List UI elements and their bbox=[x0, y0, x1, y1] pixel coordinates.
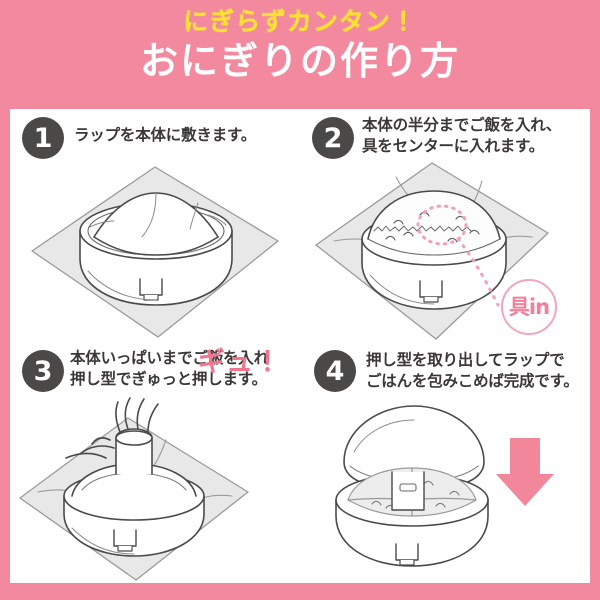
step-1-text: ラップを本体に敷きます。 bbox=[74, 125, 294, 146]
header-banner: にぎらずカンタン！ おにぎりの作り方 bbox=[0, 0, 600, 109]
step-2-number-badge: 2 bbox=[312, 117, 354, 159]
gu-in-badge: 具in bbox=[501, 279, 557, 335]
step-2: 2 本体の半分までご飯を入れ、 具をセンターに入れます。 bbox=[300, 109, 590, 346]
gyu-annotation: ギュ！ bbox=[198, 347, 282, 378]
step-2-text: 本体の半分までご飯を入れ、 具をセンターに入れます。 bbox=[362, 115, 590, 157]
step-2-text-line-2: 具をセンターに入れます。 bbox=[362, 136, 545, 155]
step-4-number-badge: 4 bbox=[314, 350, 356, 392]
step-2-illustration bbox=[300, 159, 590, 346]
step-3-number-badge: 3 bbox=[22, 350, 64, 392]
step-4-illustration bbox=[300, 396, 590, 583]
step-3-text-line-2: 押し型でぎゅっと押します。 bbox=[70, 369, 267, 388]
step-4-text: 押し型を取り出してラップで ごはんを包みこめば完成です。 bbox=[366, 350, 590, 392]
step-4-text-line-1: 押し型を取り出してラップで bbox=[366, 351, 565, 369]
step-1: 1 ラップを本体に敷きます。 bbox=[10, 109, 300, 346]
step-3: 3 本体いっぱいまでご飯を入れ 押し型でぎゅっと押します。 bbox=[10, 346, 300, 583]
step-4: 4 押し型を取り出してラップで ごはんを包みこめば完成です。 bbox=[300, 346, 590, 583]
page-title: おにぎりの作り方 bbox=[139, 39, 460, 83]
step-1-text-line-1: ラップを本体に敷きます。 bbox=[74, 126, 257, 144]
step-3-text: 本体いっぱいまでご飯を入れ 押し型でぎゅっと押します。 bbox=[70, 348, 300, 390]
steps-card: 1 ラップを本体に敷きます。 bbox=[10, 109, 590, 583]
step-3-text-line-1: 本体いっぱいまでご飯を入れ bbox=[70, 349, 269, 367]
step-1-illustration bbox=[10, 159, 300, 346]
step-3-illustration bbox=[10, 396, 300, 583]
down-arrow-icon bbox=[496, 438, 554, 506]
header-subtitle: にぎらずカンタン！ bbox=[183, 7, 417, 36]
step-4-text-line-2: ごはんを包みこめば完成です。 bbox=[366, 371, 579, 390]
step-1-number-badge: 1 bbox=[22, 117, 64, 159]
step-2-text-line-1: 本体の半分までご飯を入れ、 bbox=[362, 116, 562, 134]
